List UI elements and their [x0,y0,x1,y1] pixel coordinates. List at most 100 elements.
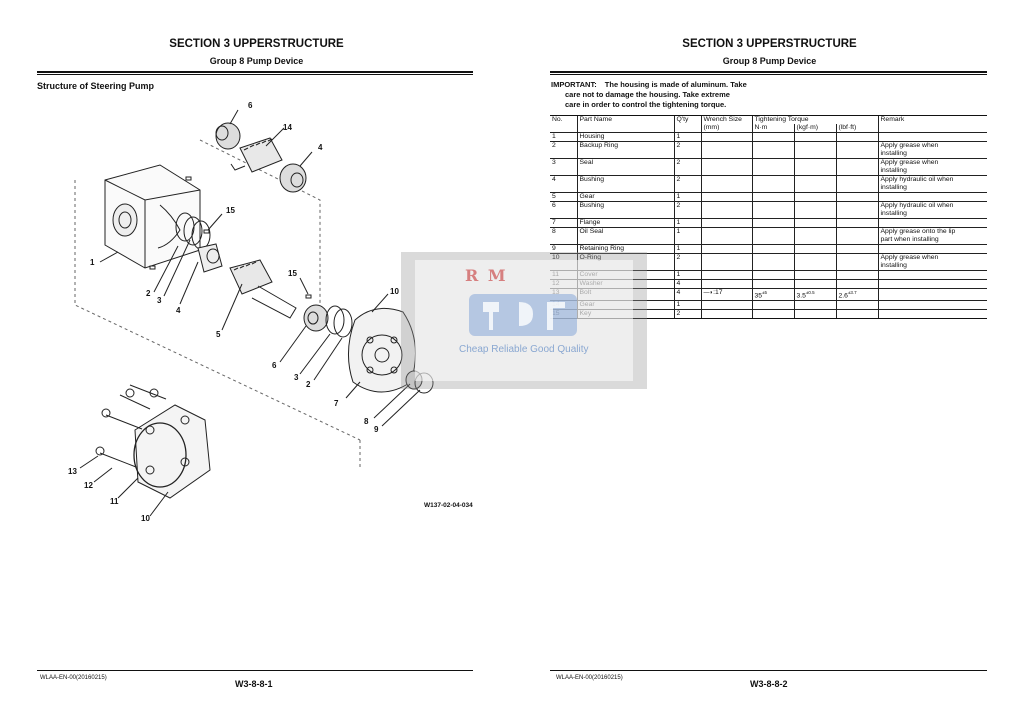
cell-no: 1 [550,132,577,142]
table-header-row: No. Part Name Q'ty Wrench Size Tightenin… [550,115,987,133]
cell-torque-kgfm [793,192,836,202]
cell-wrench-size [700,270,752,280]
callout-15: 15 [226,206,235,215]
cell-qty: 1 [673,244,701,254]
cell-wrench-size [700,309,752,320]
cell-no: 4 [550,175,577,193]
cell-torque-nm [751,218,794,228]
cell-torque-nm [751,279,794,289]
cell-torque-nm [751,270,794,280]
cell-torque-lbfft [835,279,878,289]
section-title: SECTION 3 UPPERSTRUCTURE [169,38,344,50]
important-line-1: The housing is made of aluminum. Take [604,80,747,89]
header-rule-thin [550,74,987,75]
watermark: R M Cheap Reliable Good Quality [401,252,647,389]
header-rule-thin [37,74,473,75]
cell-torque-nm-tolerance: ±5 [762,290,768,295]
cell-torque-nm [751,132,794,142]
cell-no: 6 [550,201,577,219]
cell-no: 7 [550,218,577,228]
figure-code: W137-02-04-034 [424,502,473,509]
cell-torque-lbfft: 2.6±3.7 [835,288,878,302]
cell-part-name: Bushing [576,175,674,193]
callout-15b: 15 [288,269,297,278]
cell-torque-kgfm [793,227,836,245]
cell-torque-kgfm [793,279,836,289]
important-label: IMPORTANT: [551,80,597,89]
header-lbfft: (lbf·ft) [835,124,878,133]
cell-qty: 2 [673,158,701,176]
cell-remark [877,218,987,228]
watermark-brand: R M [465,266,508,285]
cell-qty: 1 [673,218,701,228]
cell-part-name: Backup Ring [576,141,674,159]
cell-qty: 1 [673,300,701,311]
header-rule [550,71,987,73]
callout-5: 5 [216,330,221,339]
page-number: W3-8-8-2 [750,679,788,689]
watermark-tagline: Cheap Reliable Good Quality [459,344,589,355]
cell-torque-nm [751,300,794,311]
cell-qty: 1 [673,192,701,202]
cell-torque-kgfm [793,141,836,159]
cell-wrench-size [700,132,752,142]
callout-1: 1 [90,258,95,267]
cell-torque-lbfft [835,218,878,228]
cell-part-name: Gear [576,192,674,202]
group-title: Group 8 Pump Device [722,56,817,66]
callout-13: 13 [68,467,77,476]
cell-remark [877,309,987,320]
important-line-3: care in order to control the tightening … [565,100,727,109]
callout-2: 2 [146,289,151,298]
parts-table: No. Part Name Q'ty Wrench Size Tightenin… [550,115,987,320]
cell-wrench-size [700,175,752,193]
cell-wrench-size [700,279,752,289]
cell-torque-nm [751,244,794,254]
cell-wrench-size [700,227,752,245]
cell-no: 2 [550,141,577,159]
cell-torque-kgfm [793,244,836,254]
callout-9: 9 [374,425,379,434]
cell-qty: 4 [673,288,701,302]
section-title: SECTION 3 UPPERSTRUCTURE [682,38,857,50]
cell-torque-nm: 35±5 [751,288,794,302]
callout-6b: 6 [272,361,277,370]
callout-10b: 10 [141,514,150,523]
callout-14: 14 [283,123,292,132]
cell-torque-lbfft [835,201,878,219]
header-kgfm: (kgf·m) [793,124,836,133]
callout-6: 6 [248,101,253,110]
callout-3b: 3 [294,373,299,382]
cell-part-name: Bushing [576,201,674,219]
callout-8: 8 [364,417,369,426]
table-subheader-row: (mm) N·m (kgf·m) (lbf·ft) [550,124,987,133]
cell-remark [877,288,987,302]
cell-part-name: Flange [576,218,674,228]
watermark-panel: R M Cheap Reliable Good Quality [415,260,633,381]
callout-4b: 4 [176,306,181,315]
cell-torque-nm [751,175,794,193]
cell-torque-lbfft-tolerance: ±3.7 [847,290,857,295]
footer-rule [550,670,987,671]
cell-torque-lbfft [835,253,878,271]
important-line-2: care not to damage the housing. Take ext… [565,90,730,99]
cell-torque-lbfft [835,300,878,311]
cell-qty: 4 [673,279,701,289]
cell-torque-nm [751,192,794,202]
cell-torque-nm [751,201,794,219]
cell-part-name: Housing [576,132,674,142]
cell-wrench-size [700,192,752,202]
cell-remark [877,192,987,202]
callout-4: 4 [318,143,323,152]
right-page: SECTION 3 UPPERSTRUCTURE Group 8 Pump De… [513,0,1026,722]
footer-rule [37,670,473,671]
cell-torque-kgfm [793,300,836,311]
